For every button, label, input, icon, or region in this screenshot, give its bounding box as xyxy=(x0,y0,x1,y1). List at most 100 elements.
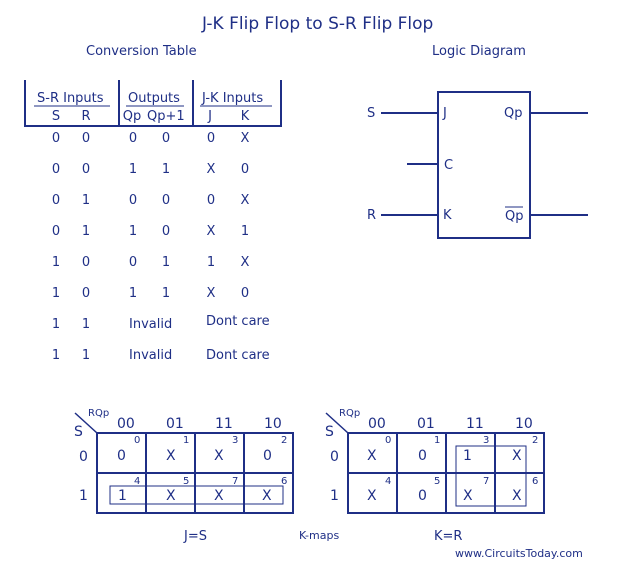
kmap1-cell-value: 1 xyxy=(118,488,127,504)
table-cell: 0 xyxy=(240,162,250,177)
kmap2-cell-value: X xyxy=(367,448,377,464)
kmap1-cell-value: X xyxy=(214,488,224,504)
table-cell: 0 xyxy=(51,224,61,239)
group-header-sr-inputs: S-R Inputs xyxy=(37,91,104,106)
conversion-table-caption: Conversion Table xyxy=(86,44,197,59)
table-cell: 1 xyxy=(240,224,250,239)
kmap2-cell-index: 0 xyxy=(385,435,392,446)
pin-j-label: J xyxy=(443,106,447,121)
table-cell: 0 xyxy=(81,286,91,301)
table-cell: 1 xyxy=(81,224,91,239)
kmap1-corner-left: S xyxy=(74,424,83,440)
logic-diagram-caption: Logic Diagram xyxy=(432,44,526,59)
table-cell: Dont care xyxy=(206,314,270,329)
table-cell: 0 xyxy=(128,255,138,270)
col-header-k: K xyxy=(240,109,250,124)
table-cell: 0 xyxy=(161,193,171,208)
kmap1-cell-index: 5 xyxy=(183,476,190,487)
kmap1-col-header: 10 xyxy=(264,416,282,432)
kmap2-col-header: 11 xyxy=(466,416,484,432)
table-cell: Invalid xyxy=(129,317,173,332)
kmap1-cell-index: 7 xyxy=(232,476,239,487)
kmap1-row-header: 0 xyxy=(79,449,88,465)
kmap2-cell-index: 5 xyxy=(434,476,441,487)
kmap2-cell-index: 6 xyxy=(532,476,539,487)
table-cell: 0 xyxy=(240,286,250,301)
group-header-jk-inputs: J-K Inputs xyxy=(202,91,264,106)
pin-c-label: C xyxy=(444,158,454,173)
table-cell: X xyxy=(240,255,250,270)
table-cell: 0 xyxy=(51,131,61,146)
output-qp-bar-label: Qp xyxy=(505,209,524,224)
col-header-qp: Qp xyxy=(122,109,142,124)
kmap2-cell-value: X xyxy=(512,488,522,504)
kmap1-cell-value: 0 xyxy=(263,448,272,464)
table-cell: 1 xyxy=(128,286,138,301)
table-cell: Dont care xyxy=(206,348,270,363)
kmap1-col-header: 11 xyxy=(215,416,233,432)
col-header-s: S xyxy=(51,109,61,124)
kmap1-cell-value: X xyxy=(214,448,224,464)
kmap2-col-header: 00 xyxy=(368,416,386,432)
table-cell: 1 xyxy=(51,286,61,301)
col-header-j: J xyxy=(208,109,212,124)
table-cell: 1 xyxy=(51,348,61,363)
table-cell: 0 xyxy=(161,131,171,146)
col-header-qp1: Qp+1 xyxy=(147,109,185,124)
table-cell: 0 xyxy=(206,131,216,146)
kmap1-cell-index: 1 xyxy=(183,435,190,446)
kmap2-corner-top: RQp xyxy=(339,408,361,419)
table-cell: 1 xyxy=(51,255,61,270)
kmap2-cell-value: 1 xyxy=(463,448,472,464)
table-cell: X xyxy=(240,131,250,146)
table-cell: 1 xyxy=(51,317,61,332)
kmap1-label: J=S xyxy=(184,529,207,544)
kmap2-col-header: 10 xyxy=(515,416,533,432)
table-cell: 0 xyxy=(206,193,216,208)
kmap2-cell-value: X xyxy=(463,488,473,504)
table-cell: 0 xyxy=(161,224,171,239)
kmap1-row-header: 1 xyxy=(79,488,88,504)
kmap2-cell-index: 7 xyxy=(483,476,490,487)
table-cell: 0 xyxy=(128,131,138,146)
table-cell: X xyxy=(206,162,216,177)
kmap1-cell-index: 4 xyxy=(134,476,141,487)
table-cell: 0 xyxy=(51,193,61,208)
kmap2-cell-value: 0 xyxy=(418,488,427,504)
kmap1-col-header: 01 xyxy=(166,416,184,432)
table-cell: X xyxy=(206,224,216,239)
kmap2-row-header: 0 xyxy=(330,449,339,465)
table-cell: 1 xyxy=(206,255,216,270)
kmap1-cell-value: X xyxy=(166,448,176,464)
table-cell: 1 xyxy=(128,162,138,177)
table-cell: 1 xyxy=(81,193,91,208)
kmap2-cell-index: 1 xyxy=(434,435,441,446)
kmap2-cell-value: 0 xyxy=(418,448,427,464)
kmap1-cell-index: 0 xyxy=(134,435,141,446)
table-cell: 0 xyxy=(81,131,91,146)
input-r-label: R xyxy=(367,208,377,223)
table-cell: 0 xyxy=(128,193,138,208)
group-header-outputs: Outputs xyxy=(128,91,180,106)
kmap1-cell-value: X xyxy=(166,488,176,504)
output-qp-label: Qp xyxy=(504,106,523,121)
kmaps-caption: K-maps xyxy=(299,529,340,542)
website-footer: www.CircuitsToday.com xyxy=(455,547,583,560)
kmap1-cell-index: 2 xyxy=(281,435,288,446)
table-cell: 1 xyxy=(81,348,91,363)
input-s-label: S xyxy=(367,106,376,121)
kmap2-corner-left: S xyxy=(325,424,334,440)
kmap2-cell-index: 2 xyxy=(532,435,539,446)
kmap2-row-header: 1 xyxy=(330,488,339,504)
table-cell: 1 xyxy=(161,255,171,270)
kmap2-cell-index: 3 xyxy=(483,435,490,446)
kmap1-col-header: 00 xyxy=(117,416,135,432)
kmap2-cell-value: X xyxy=(512,448,522,464)
kmap2-cell-index: 4 xyxy=(385,476,392,487)
page-title: J-K Flip Flop to S-R Flip Flop xyxy=(202,14,434,34)
table-cell: 0 xyxy=(81,255,91,270)
